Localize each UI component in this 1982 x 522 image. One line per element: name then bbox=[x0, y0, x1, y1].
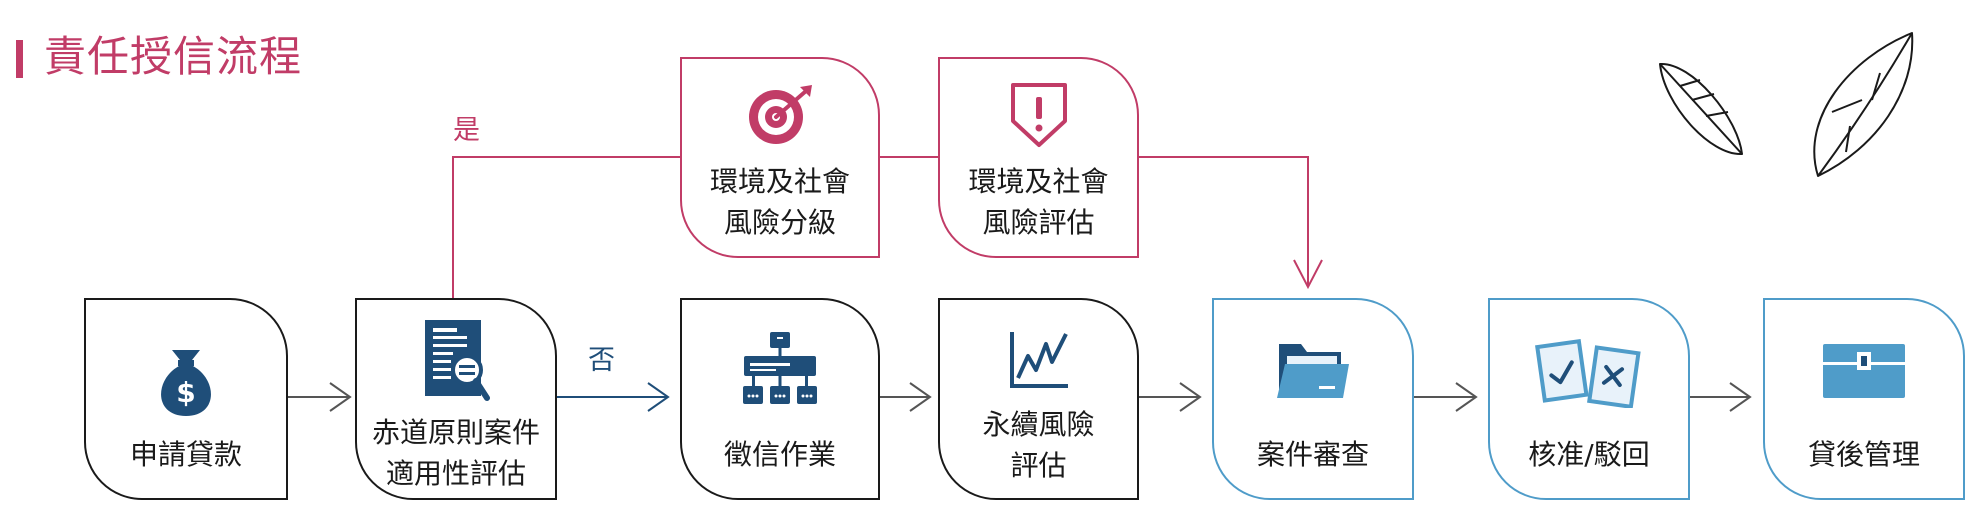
title-accent-bar bbox=[16, 40, 23, 78]
document-magnifier-icon bbox=[425, 320, 490, 401]
step-ep-assessment: 赤道原則案件 適用性評估 bbox=[355, 298, 557, 500]
step-esg-grading-label: 環境及社會 風險分級 bbox=[709, 165, 850, 239]
svg-text:$: $ bbox=[176, 376, 195, 409]
arrow-review-to-approve bbox=[1414, 382, 1478, 412]
leaves-icon bbox=[1659, 32, 1914, 177]
step-case-review-label: 案件審查 bbox=[1256, 438, 1369, 471]
approve-reject-documents-icon bbox=[1535, 338, 1641, 408]
org-chart-icon bbox=[743, 332, 817, 404]
step-apply: $ 申請貸款 bbox=[84, 298, 288, 500]
arrow-apply-to-ep bbox=[288, 382, 352, 412]
target-arrow-icon bbox=[749, 85, 812, 144]
step-post-mgmt: 貸後管理 bbox=[1763, 298, 1965, 500]
branch-no-label: 否 bbox=[588, 345, 615, 376]
step-post-mgmt-label: 貸後管理 bbox=[1807, 438, 1920, 471]
chest-icon bbox=[1823, 344, 1905, 398]
step-approve-reject-label: 核准/駁回 bbox=[1528, 438, 1650, 471]
arrow-no-branch bbox=[557, 382, 670, 412]
branch-yes-label: 是 bbox=[453, 115, 480, 146]
step-approve-reject: 核准/駁回 bbox=[1488, 298, 1690, 500]
step-sustain-risk-label: 永續風險 評估 bbox=[982, 408, 1095, 482]
money-bag-icon: $ bbox=[161, 350, 211, 416]
shield-alert-icon bbox=[1010, 83, 1067, 147]
step-apply-label: 申請貸款 bbox=[129, 438, 242, 471]
step-credit-check: 徵信作業 bbox=[680, 298, 880, 500]
step-esg-assessment-label: 環境及社會 風險評估 bbox=[968, 165, 1109, 239]
step-ep-assessment-label: 赤道原則案件 適用性評估 bbox=[371, 416, 540, 490]
arrow-credit-to-sustain bbox=[880, 382, 932, 412]
step-case-review: 案件審查 bbox=[1212, 298, 1414, 500]
line-chart-icon bbox=[1009, 332, 1068, 388]
arrow-approve-to-post bbox=[1690, 382, 1752, 412]
arrow-yes-branch bbox=[452, 156, 1323, 298]
page-title: 責任授信流程 bbox=[44, 32, 303, 81]
step-esg-assessment: 環境及社會 風險評估 bbox=[938, 57, 1139, 258]
step-esg-grading: 環境及社會 風險分級 bbox=[680, 57, 880, 258]
step-sustain-risk: 永續風險 評估 bbox=[938, 298, 1139, 500]
step-credit-check-label: 徵信作業 bbox=[723, 438, 836, 471]
arrow-sustain-to-review bbox=[1139, 382, 1202, 412]
folder-icon bbox=[1277, 344, 1349, 398]
